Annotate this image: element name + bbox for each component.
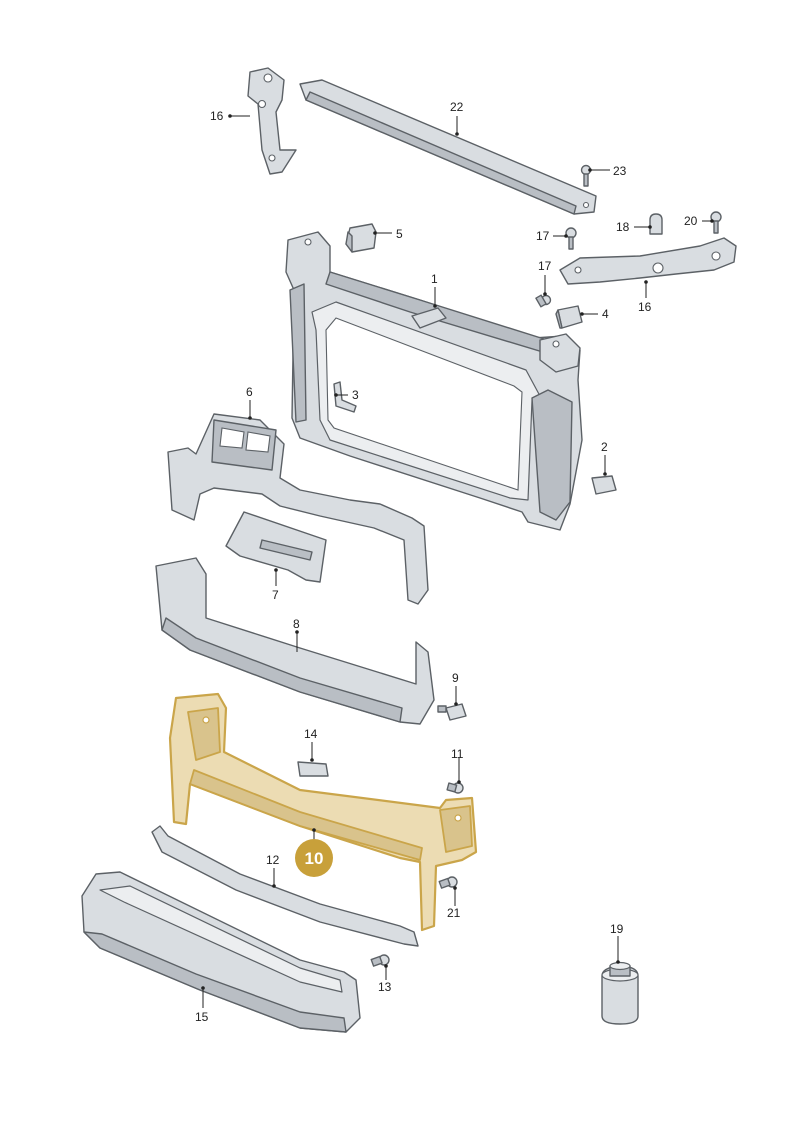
label-5[interactable]: 5 — [396, 227, 403, 241]
leader-dots — [201, 114, 714, 990]
part-8-air-guide-lower[interactable] — [155, 557, 435, 725]
part-5-clip[interactable] — [345, 223, 377, 253]
label-3[interactable]: 3 — [352, 388, 359, 402]
part-13-screw[interactable] — [370, 954, 390, 967]
label-1[interactable]: 1 — [431, 272, 438, 286]
part-20-screw[interactable] — [710, 211, 722, 234]
label-12[interactable]: 12 — [266, 853, 280, 867]
part-14-clip[interactable] — [297, 761, 329, 777]
label-21[interactable]: 21 — [447, 906, 461, 920]
part-17-screw-lower[interactable] — [535, 294, 552, 308]
part-17-screw-upper[interactable] — [565, 227, 577, 250]
part-1-lock-carrier[interactable] — [285, 231, 583, 531]
callout-badge-10[interactable]: 10 — [295, 839, 333, 877]
part-22-upper-crossmember[interactable] — [299, 79, 597, 215]
label-18[interactable]: 18 — [616, 220, 630, 234]
part-3-bracket[interactable] — [333, 381, 357, 413]
label-15[interactable]: 15 — [195, 1010, 209, 1024]
part-9-clip[interactable] — [437, 703, 467, 721]
label-14[interactable]: 14 — [304, 727, 318, 741]
label-17-lower[interactable]: 17 — [538, 259, 552, 273]
label-10: 10 — [305, 849, 324, 868]
part-15-impact-absorber[interactable] — [81, 871, 361, 1033]
label-2[interactable]: 2 — [601, 440, 608, 454]
label-13[interactable]: 13 — [378, 980, 392, 994]
label-4[interactable]: 4 — [602, 307, 609, 321]
part-16-right-bracket[interactable] — [559, 237, 737, 285]
part-11-screw[interactable] — [446, 782, 464, 794]
label-7[interactable]: 7 — [272, 588, 279, 602]
label-6[interactable]: 6 — [246, 385, 253, 399]
part-16-left-bracket[interactable] — [247, 67, 297, 175]
label-22[interactable]: 22 — [450, 100, 464, 114]
label-9[interactable]: 9 — [452, 671, 459, 685]
part-21-screw[interactable] — [438, 876, 458, 889]
label-17-upper[interactable]: 17 — [536, 229, 550, 243]
label-23[interactable]: 23 — [613, 164, 627, 178]
label-8[interactable]: 8 — [293, 617, 300, 631]
part-10-bumper-beam[interactable] — [168, 692, 478, 932]
part-6-air-guide[interactable] — [167, 413, 429, 605]
part-4-clip[interactable] — [555, 305, 583, 329]
label-19[interactable]: 19 — [610, 922, 624, 936]
part-12-bumper-strip[interactable] — [151, 825, 419, 947]
part-19-container[interactable] — [601, 961, 639, 1025]
label-16-right[interactable]: 16 — [638, 300, 652, 314]
part-7-air-duct[interactable] — [225, 511, 327, 583]
label-11[interactable]: 11 — [451, 747, 464, 761]
part-18-cap[interactable] — [649, 213, 663, 235]
label-16-left[interactable]: 16 — [210, 109, 224, 123]
label-20[interactable]: 20 — [684, 214, 698, 228]
part-2-clip[interactable] — [591, 475, 617, 495]
